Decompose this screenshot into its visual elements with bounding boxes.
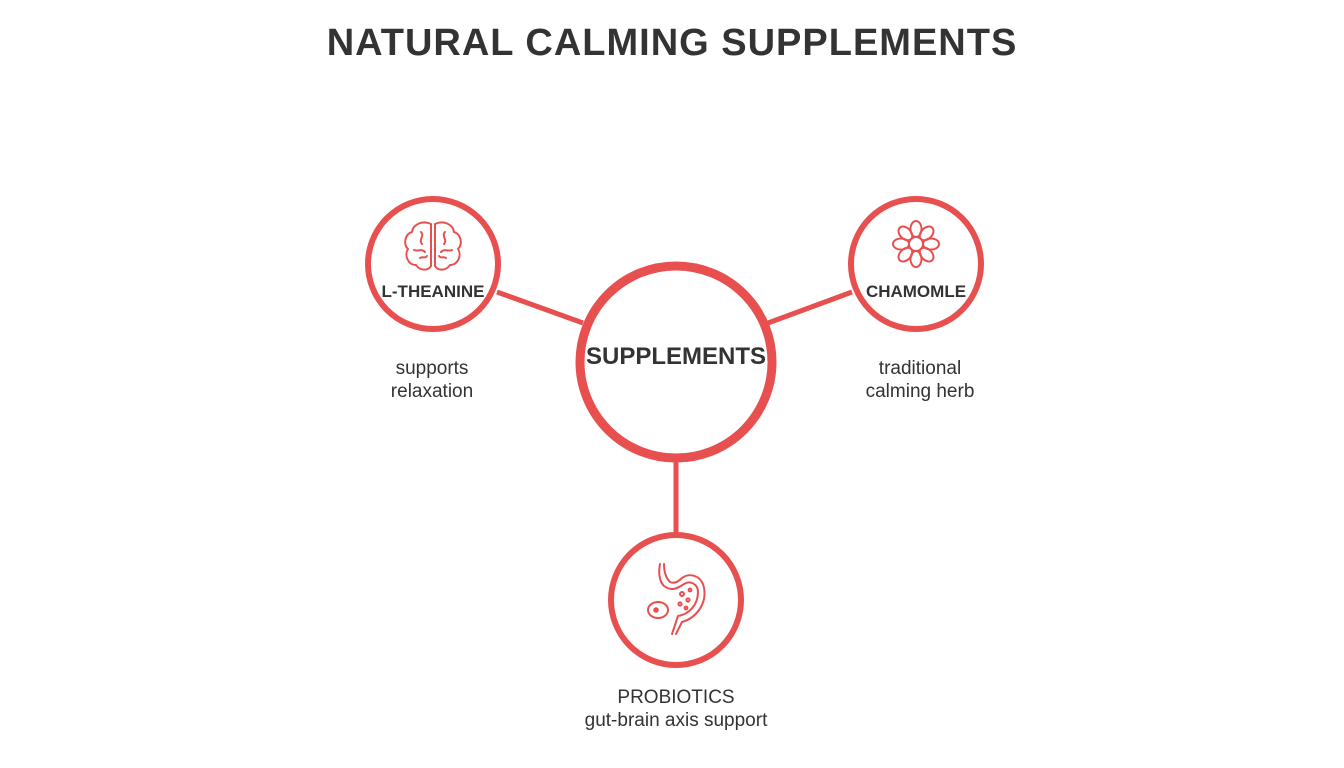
caption-line: traditional [878, 358, 962, 379]
connector-l-theanine [496, 289, 584, 326]
caption-line: supports [395, 358, 469, 379]
node-probiotics-label: PROBIOTICS [617, 687, 735, 708]
node-chamomile-label: CHAMOMLE [865, 282, 967, 301]
node-l-theanine-circle [365, 196, 501, 332]
connector-chamomile [767, 289, 853, 326]
node-l-theanine-label: L-THEANINE [381, 282, 485, 301]
center-node-circle [575, 261, 777, 463]
node-probiotics-caption: PROBIOTICS gut-brain axis support [546, 686, 806, 732]
node-chamomile-circle [848, 196, 984, 332]
node-l-theanine-caption: supports relaxation [332, 357, 532, 403]
page-title: NATURAL CALMING SUPPLEMENTS [326, 22, 1018, 64]
stomach-icon [647, 563, 706, 635]
flower-icon [892, 220, 940, 268]
node-probiotics-circle [608, 532, 744, 668]
node-chamomile-caption: traditional calming herb [810, 357, 1030, 403]
brain-icon [404, 221, 462, 271]
caption-line: relaxation [390, 381, 474, 402]
caption-line: gut-brain axis support [584, 710, 768, 731]
caption-line: calming herb [865, 381, 975, 402]
center-node-label: SUPPLEMENTS [585, 343, 767, 370]
